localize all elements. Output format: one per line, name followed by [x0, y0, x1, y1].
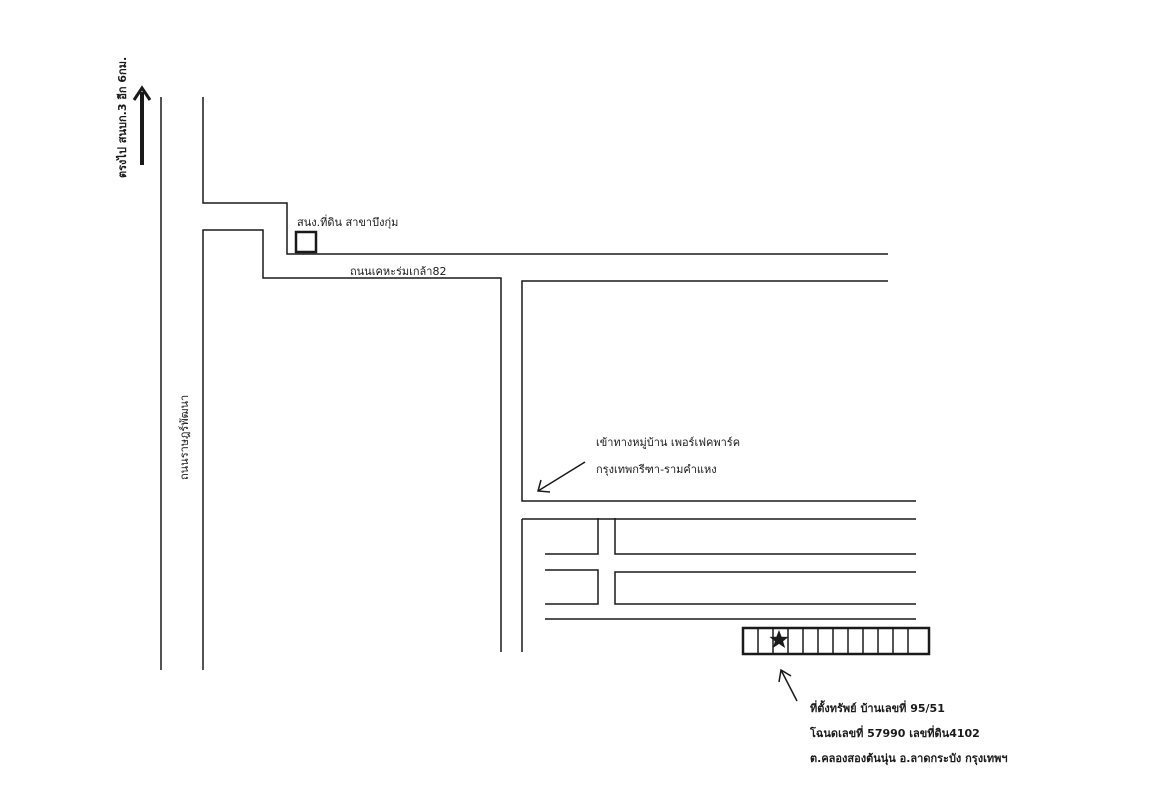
village-pointer-arrow — [537, 461, 586, 493]
office-marker — [294, 230, 318, 254]
main-road-name: ถนนราษฎร์พัฒนา — [178, 394, 191, 480]
village-block-1 — [545, 518, 599, 555]
village-label-line2: กรุงเทพกรีฑา-รามคำแหง — [596, 463, 717, 476]
property-pointer-arrow — [778, 668, 798, 702]
cross-road-name: ถนนเคหะร่มเกล้า82 — [350, 265, 447, 278]
village-block-2 — [614, 518, 916, 555]
star-icon — [769, 630, 789, 648]
property-label-line1: ที่ตั้งทรัพย์ บ้านเลขที่ 95/51 — [810, 702, 945, 715]
main-road-right-edge-lower — [202, 229, 502, 670]
property-label-line3: ต.คลองสองต้นนุ่น อ.ลาดกระบัง กรุงเทพฯ — [810, 752, 1008, 765]
main-road-right-edge-upper — [202, 97, 888, 255]
property-label-line2: โฉนดเลขที่ 57990 เลขที่ดิน4102 — [810, 727, 980, 740]
arrow-up-icon — [132, 85, 152, 165]
village-block-3 — [545, 569, 599, 605]
side-road-edge — [521, 280, 916, 502]
village-block-4 — [614, 571, 916, 605]
office-label: สนง.ที่ดิน สาขาบึงกุ่ม — [297, 216, 399, 229]
village-label-line1: เข้าทางหมู่บ้าน เพอร์เฟคพาร์ค — [596, 436, 741, 449]
direction-note: ตรงไป สนบก.3 อีก 6กม. — [116, 56, 129, 178]
property-row-houses — [741, 626, 931, 656]
